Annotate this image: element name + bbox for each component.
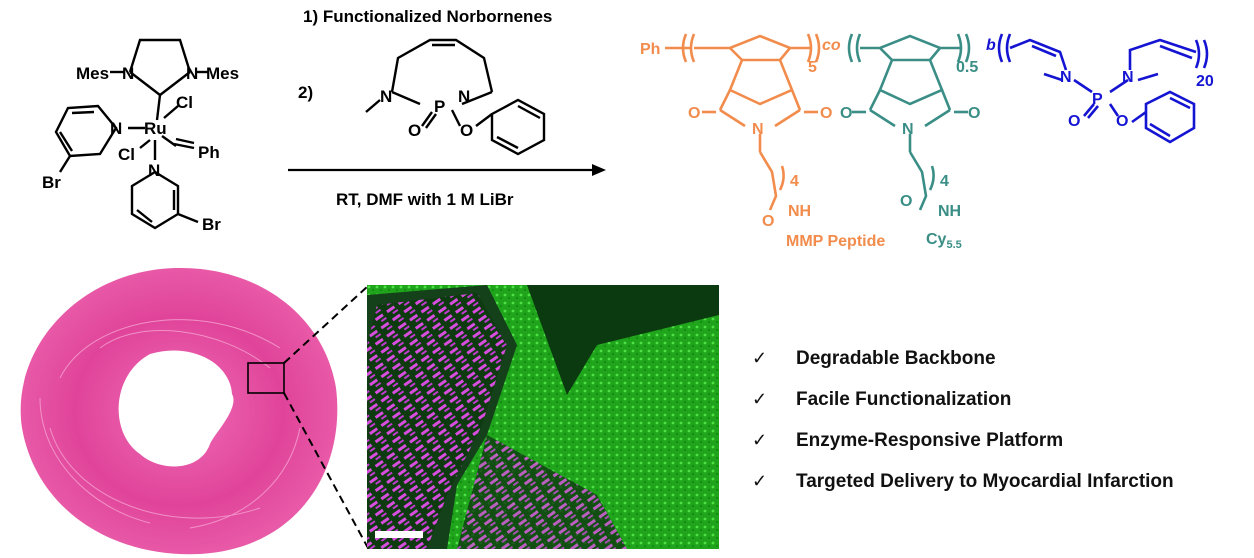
co-label: co: [822, 37, 841, 54]
block-sub-5: 5: [808, 59, 817, 76]
mes-left-label: Mes: [76, 64, 109, 83]
br-left-label: Br: [42, 173, 61, 192]
n-label: N: [148, 161, 160, 180]
o-label: O: [900, 193, 912, 210]
step1-label: 1) Functionalized Norbornenes: [303, 7, 552, 26]
check-icon: ✓: [752, 471, 768, 491]
mmp-peptide-label: MMP Peptide: [786, 233, 885, 250]
feature-item: ✓ Enzyme-Responsive Platform: [752, 420, 1242, 461]
n-label: N: [458, 87, 470, 106]
o-label: O: [460, 121, 473, 140]
conditions-label: RT, DMF with 1 M LiBr: [336, 190, 514, 209]
check-icon: ✓: [752, 430, 768, 450]
check-icon: ✓: [752, 348, 768, 368]
feature-list: ✓ Degradable Backbone ✓ Facile Functiona…: [752, 338, 1242, 502]
br-right-label: Br: [202, 215, 221, 234]
o-label: O: [1116, 113, 1128, 130]
grubbs-catalyst: [54, 38, 208, 230]
ph-end-label: Ph: [640, 41, 660, 58]
polymer-blue-block: [997, 33, 1209, 144]
cl-top-label: Cl: [176, 93, 193, 112]
fluorescence-micrograph: [367, 285, 719, 549]
b-label: b: [986, 37, 996, 54]
p-label: P: [434, 97, 445, 116]
zoom-connector: [283, 285, 369, 549]
zoom-region-box: [247, 362, 285, 394]
o-label: O: [840, 105, 852, 122]
o-label: O: [1068, 113, 1080, 130]
feature-label: Facile Functionalization: [796, 388, 1012, 410]
o-label: O: [820, 105, 832, 122]
n-label: N: [752, 121, 764, 138]
n-label: N: [110, 119, 122, 138]
monomer-structure: [365, 38, 546, 156]
p-label: P: [1092, 91, 1103, 108]
heart-tissue-section: [20, 267, 338, 555]
polymer-teal-block: [847, 33, 971, 211]
cl-bottom-label: Cl: [118, 145, 135, 164]
feature-item: ✓ Degradable Backbone: [752, 338, 1242, 379]
nh-label: NH: [938, 203, 961, 220]
n-label: N: [122, 64, 134, 83]
ph-label: Ph: [198, 143, 220, 162]
chain-4a-label: 4: [790, 173, 799, 190]
arrowhead-icon: [592, 164, 606, 176]
o-label: O: [968, 105, 980, 122]
mes-right-label: Mes: [206, 64, 239, 83]
feature-item: ✓ Targeted Delivery to Myocardial Infarc…: [752, 461, 1242, 502]
ru-label: Ru: [144, 119, 167, 138]
o-label: O: [688, 105, 700, 122]
polymer-orange-block: [665, 33, 821, 211]
feature-label: Targeted Delivery to Myocardial Infarcti…: [796, 470, 1174, 492]
n-label: N: [380, 87, 392, 106]
feature-label: Enzyme-Responsive Platform: [796, 429, 1064, 451]
block-sub-05: 0.5: [956, 59, 978, 76]
check-icon: ✓: [752, 389, 768, 409]
n-label: N: [1122, 69, 1134, 86]
feature-item: ✓ Facile Functionalization: [752, 379, 1242, 420]
feature-label: Degradable Backbone: [796, 347, 996, 369]
nh-label: NH: [788, 203, 811, 220]
o-label: O: [408, 121, 421, 140]
step2-label: 2): [298, 83, 313, 102]
cy-label: Cy5.5: [926, 231, 962, 251]
reaction-scheme: Mes N N Mes Cl Ru N Cl Ph N Br Br 1) Fun…: [42, 7, 1214, 251]
scale-bar: [375, 531, 423, 538]
chain-4b-label: 4: [940, 173, 949, 190]
n-label: N: [186, 64, 198, 83]
n-label: N: [1060, 69, 1072, 86]
block-sub-20: 20: [1196, 73, 1214, 90]
n-label: N: [902, 121, 914, 138]
o-label: O: [762, 213, 774, 230]
